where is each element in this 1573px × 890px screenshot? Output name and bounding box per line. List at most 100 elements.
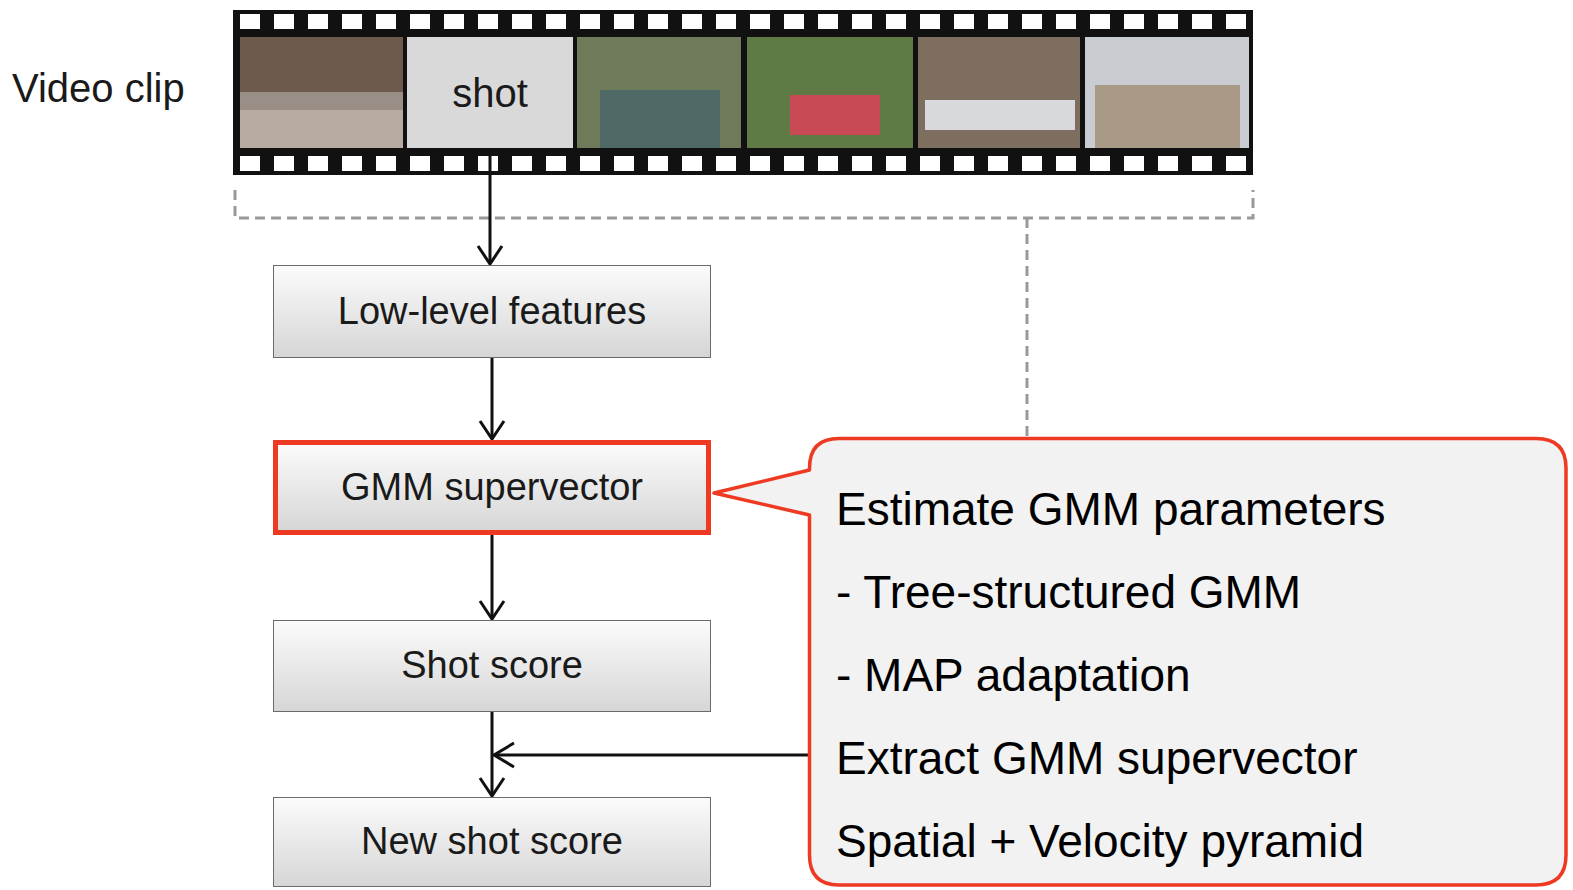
strip-label: Video clip	[12, 64, 185, 112]
box-label: New shot score	[361, 819, 623, 865]
flow-arrow	[480, 712, 504, 796]
sprocket-hole	[988, 14, 1008, 29]
arrow-head	[480, 421, 504, 439]
sprocket-hole	[682, 14, 702, 29]
sprocket-hole	[852, 156, 872, 171]
frame-blooms	[790, 95, 880, 135]
sprocket-hole	[886, 14, 906, 29]
callout-outline	[714, 439, 1566, 886]
sprocket-hole	[1226, 156, 1246, 171]
sprocket-hole	[1124, 156, 1144, 171]
callout-line: - MAP adaptation	[836, 634, 1191, 717]
flow-arrow	[480, 535, 504, 619]
arrow-line	[491, 358, 494, 439]
sprocket-hole	[1226, 14, 1246, 29]
frame-boat-hull	[925, 100, 1075, 130]
sprocket-hole	[512, 156, 532, 171]
sprocket-hole	[274, 156, 294, 171]
sprocket-hole	[410, 14, 430, 29]
sprocket-hole	[240, 14, 260, 29]
sprocket-hole	[1192, 14, 1212, 29]
sprocket-hole	[920, 14, 940, 29]
frame-shot	[407, 37, 573, 148]
callout-line: - Tree-structured GMM	[836, 551, 1301, 634]
sprocket-hole	[886, 156, 906, 171]
sprocket-hole	[376, 14, 396, 29]
sprocket-hole	[716, 156, 736, 171]
sprocket-hole	[1090, 156, 1110, 171]
box-label: Low-level features	[338, 289, 646, 335]
sprocket-hole	[274, 14, 294, 29]
side-arrow-line	[494, 754, 810, 757]
frame-statue	[1085, 37, 1249, 148]
sprocket-hole	[478, 14, 498, 29]
sprocket-hole	[750, 156, 770, 171]
box-label: Shot score	[401, 643, 583, 689]
sprocket-hole	[1090, 14, 1110, 29]
callout-line: Estimate GMM parameters	[836, 468, 1386, 551]
frame-flowers	[747, 37, 913, 148]
sprocket-hole	[954, 156, 974, 171]
sprocket-hole	[546, 156, 566, 171]
sprocket-hole	[1056, 14, 1076, 29]
callout-line: Spatial + Velocity pyramid	[836, 800, 1364, 883]
sprocket-hole	[784, 14, 804, 29]
frame-canal	[577, 37, 741, 148]
sprocket-hole	[784, 156, 804, 171]
sprocket-hole	[920, 156, 940, 171]
sprocket-hole	[1022, 156, 1042, 171]
sprocket-hole	[682, 156, 702, 171]
flow-arrow	[480, 358, 504, 439]
side-arrow-head	[494, 743, 514, 767]
box-label: GMM supervector	[341, 465, 643, 511]
dashed-bracket	[235, 190, 1253, 218]
frame-water	[600, 90, 720, 148]
callout-bubble: Estimate GMM parameters- Tree-structured…	[808, 437, 1568, 890]
sprocket-hole	[1056, 156, 1076, 171]
sprocket-hole	[988, 156, 1008, 171]
callout-line: Extract GMM supervector	[836, 717, 1357, 800]
frame-street	[240, 37, 403, 148]
highlighted-box: GMM supervector	[273, 440, 711, 535]
sprocket-hole	[240, 156, 260, 171]
sprocket-hole	[1124, 14, 1144, 29]
sprocket-hole	[444, 14, 464, 29]
flow-arrow	[478, 148, 502, 264]
process-box: New shot score	[273, 797, 711, 887]
sprocket-hole	[1022, 14, 1042, 29]
sprocket-hole	[512, 14, 532, 29]
process-box: Low-level features	[273, 265, 711, 358]
sprocket-hole	[750, 14, 770, 29]
box-label: shot	[452, 69, 528, 117]
frame-building	[240, 37, 403, 92]
frame-boat	[918, 37, 1080, 148]
frame-images	[240, 37, 1249, 148]
sprocket-hole	[546, 14, 566, 29]
sprocket-hole	[1158, 14, 1178, 29]
sprocket-hole	[444, 156, 464, 171]
shot-frame: shot	[407, 37, 573, 148]
sprocket-hole	[580, 14, 600, 29]
sprocket-hole	[308, 156, 328, 171]
sprocket-hole	[1158, 156, 1178, 171]
sprocket-hole	[580, 156, 600, 171]
arrow-line	[489, 148, 492, 264]
sprocket-hole	[1192, 156, 1212, 171]
sprocket-hole	[376, 156, 396, 171]
sprocket-hole	[954, 14, 974, 29]
dashed-feed	[1026, 218, 1029, 440]
sprocket-hole	[614, 156, 634, 171]
filmstrip	[233, 10, 1253, 175]
sprocket-hole	[410, 156, 430, 171]
arrow-head	[480, 778, 504, 796]
sprocket-hole	[716, 14, 736, 29]
sprocket-hole	[852, 14, 872, 29]
arrow-line	[491, 712, 494, 796]
sprocket-hole	[342, 156, 362, 171]
sprocket-hole	[818, 156, 838, 171]
sprocket-hole	[818, 14, 838, 29]
sprocket-hole	[614, 14, 634, 29]
frame-pavement	[240, 110, 403, 148]
arrow-line	[491, 535, 494, 619]
